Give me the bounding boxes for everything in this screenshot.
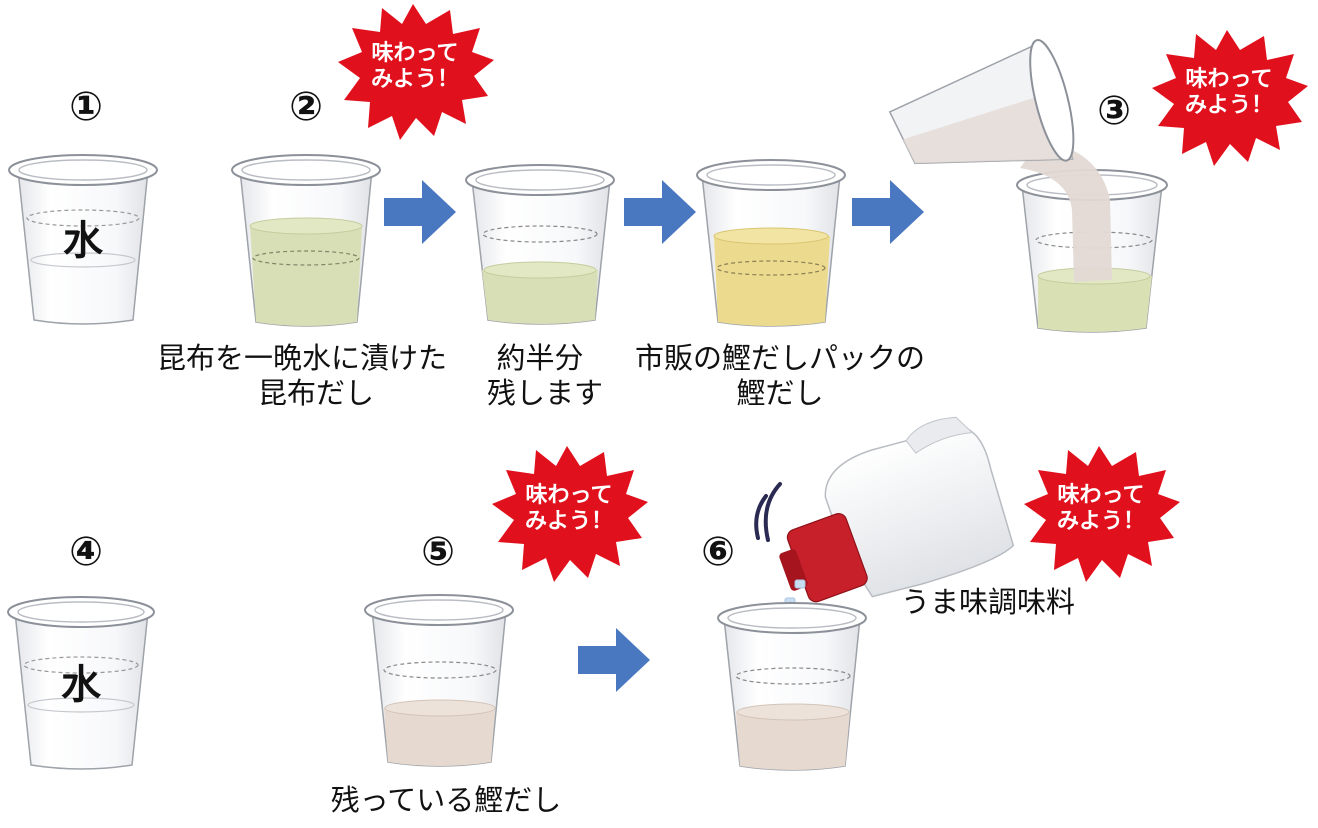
burst-1-line-1: 味わって — [372, 41, 459, 66]
burst-2-line-1: 味わって — [1186, 67, 1273, 92]
arrow-2 — [624, 180, 696, 244]
step-1-number: ① — [69, 84, 103, 130]
arrow-4 — [578, 628, 650, 692]
step-4-number: ④ — [69, 529, 103, 575]
shake-motion-lines — [754, 482, 782, 542]
arrow-3 — [852, 180, 924, 244]
step-4-cup — [7, 596, 155, 770]
step-3-number: ③ — [1097, 88, 1131, 134]
burst-2-line-2: みよう！ — [1185, 93, 1273, 118]
half-caption-line-2: 残します — [487, 376, 603, 410]
burst-2: 味わって みよう！ — [1152, 30, 1308, 166]
umami-seasoning-label: うま味調味料 — [901, 585, 1075, 619]
burst-1-line-2: みよう！ — [371, 67, 459, 92]
step-1-water-label: 水 — [63, 218, 104, 264]
pour-stream — [1020, 140, 1112, 282]
step-4-water-label: 水 — [61, 662, 102, 708]
burst-4-line-1: 味わって — [1058, 483, 1145, 508]
half-caption-line-1: 約半分 — [496, 341, 583, 375]
step-5-cup — [364, 594, 514, 767]
step-2-caption-line-2: 昆布だし — [258, 376, 374, 410]
burst-4: 味わって みよう！ — [1024, 446, 1180, 582]
step-5-caption: 残っている鰹だし — [331, 783, 562, 817]
step-2-kombu-cup — [231, 154, 381, 327]
arrow-1 — [384, 180, 456, 244]
burst-4-line-2: みよう！ — [1057, 509, 1145, 534]
step-6-cup — [717, 602, 867, 771]
burst-1: 味わって みよう！ — [338, 4, 494, 140]
step-2-number: ② — [289, 84, 323, 130]
katsuo-caption-line-1: 市販の鰹だしパックの — [635, 341, 925, 375]
step-6-number: ⑥ — [701, 529, 735, 575]
step-2-caption-line-1: 昆布を一晩水に漬けた — [157, 341, 447, 375]
katsuo-caption-line-2: 鰹だし — [736, 376, 823, 410]
step-3-pouring-cup — [888, 39, 1075, 165]
half-kombu-cup — [465, 164, 615, 325]
burst-3-line-2: みよう！ — [525, 509, 613, 534]
katsuo-dashi-cup — [696, 159, 846, 327]
burst-3: 味わって みよう！ — [492, 446, 648, 582]
step-1-cup — [8, 154, 158, 325]
burst-3-line-1: 味わって — [526, 483, 613, 508]
step-5-number: ⑤ — [421, 529, 455, 575]
seasoning-shaker — [779, 416, 1015, 603]
